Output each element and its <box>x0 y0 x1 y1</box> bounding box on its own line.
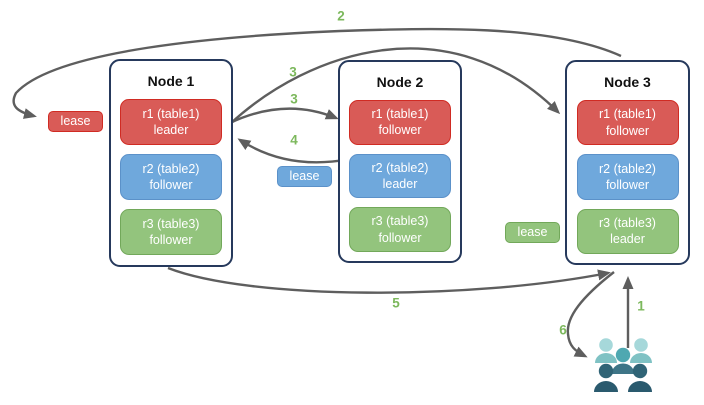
step-label-4: 4 <box>290 132 298 148</box>
node-2-replica-r1: r1 (table1) follower <box>349 100 451 145</box>
node-1: Node 1 r1 (table1) leader r2 (table2) fo… <box>109 59 233 267</box>
replica-role: leader <box>610 232 645 247</box>
step-label-3b: 3 <box>290 91 298 107</box>
node-3-replica-r2: r2 (table2) follower <box>576 154 679 200</box>
node-3: Node 3 r1 (table1) follower r2 (table2) … <box>565 60 690 265</box>
step-label-1: 1 <box>637 298 645 314</box>
step-label-5: 5 <box>392 295 400 311</box>
replica-role: follower <box>605 123 650 138</box>
arrow-step-3-to-node2 <box>229 107 339 125</box>
arrow-step-2 <box>12 27 622 119</box>
replica-role: follower <box>605 177 650 192</box>
node-3-replica-r1: r1 (table1) follower <box>576 100 679 146</box>
users-group-icon <box>594 338 652 392</box>
node-2-title: Node 2 <box>376 74 424 90</box>
replica-name: r3 (table3) <box>599 216 656 231</box>
step-label-2: 2 <box>337 8 345 24</box>
lease-chip-r3: lease <box>505 222 560 243</box>
node-1-replica-r1: r1 (table1) leader <box>120 99 222 145</box>
replica-role: follower <box>149 233 193 247</box>
node-1-title: Node 1 <box>147 73 195 89</box>
node-1-replica-r2: r2 (table2) follower <box>120 154 222 200</box>
replica-name: r2 (table2) <box>599 161 656 176</box>
node-2-replica-r2: r2 (table2) leader <box>349 153 451 199</box>
replica-name: r1 (table1) <box>371 107 429 122</box>
replica-role: leader <box>153 123 189 137</box>
replica-name: r3 (table3) <box>371 214 429 229</box>
node-2: Node 2 r1 (table1) follower r2 (table2) … <box>338 60 462 263</box>
step-label-6: 6 <box>559 322 567 338</box>
replica-name: r3 (table3) <box>142 216 200 231</box>
node-2-replica-r3: r3 (table3) follower <box>349 207 451 253</box>
lease-chip-r2: lease <box>277 166 332 187</box>
node-1-replica-r3: r3 (table3) follower <box>120 209 222 255</box>
replica-role: follower <box>149 178 193 192</box>
replica-name: r1 (table1) <box>142 106 200 121</box>
node-3-title: Node 3 <box>604 74 651 90</box>
replica-role: follower <box>378 123 422 138</box>
replica-name: r2 (table2) <box>371 160 429 175</box>
step-label-3a: 3 <box>289 64 297 80</box>
replica-role: follower <box>378 230 422 245</box>
node-3-replica-r3: r3 (table3) leader <box>576 208 679 254</box>
replica-name: r2 (table2) <box>142 161 200 176</box>
lease-chip-r1: lease <box>48 111 103 132</box>
replica-role: leader <box>382 177 418 191</box>
replica-name: r1 (table1) <box>599 107 656 122</box>
arrow-step-5 <box>167 266 611 294</box>
